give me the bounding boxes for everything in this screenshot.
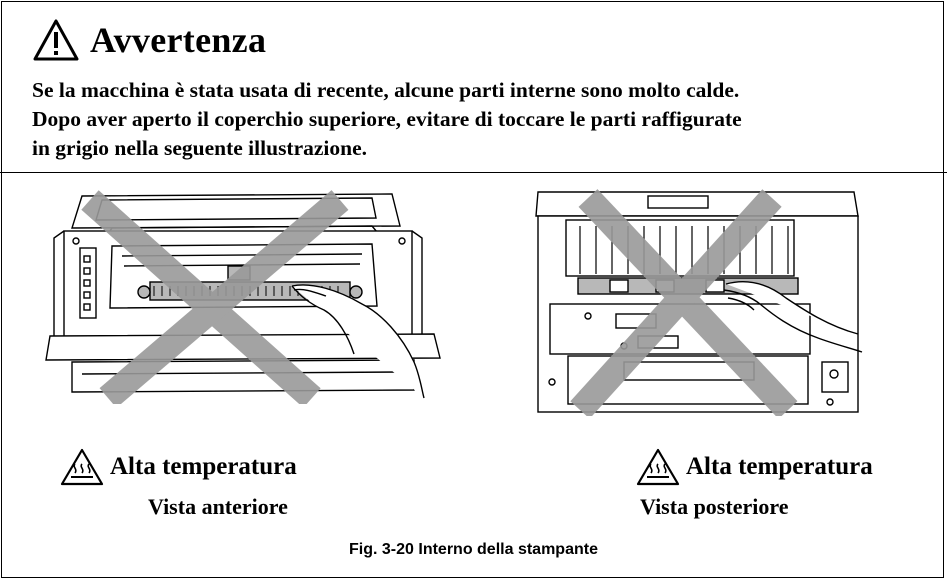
hot-warning-rear: Alta temperatura xyxy=(636,448,873,486)
figure-caption: Fig. 3-20 Interno della stampante xyxy=(349,541,598,558)
hot-surface-icon xyxy=(60,448,104,486)
hot-temperature-label: Alta temperatura xyxy=(110,453,297,480)
hot-surface-icon xyxy=(636,448,680,486)
divider xyxy=(0,172,947,173)
rear-view-label: Vista posteriore xyxy=(640,494,789,519)
warning-header: Avvertenza xyxy=(32,18,266,62)
rear-caption: Alta temperatura Vista posteriore xyxy=(636,448,873,520)
warning-triangle-icon xyxy=(33,19,79,61)
printer-rear-illustration xyxy=(535,189,863,416)
front-caption: Alta temperatura Vista anteriore xyxy=(60,448,297,520)
warning-line: Se la macchina è stata usata di recente,… xyxy=(32,78,740,102)
hot-temperature-label: Alta temperatura xyxy=(686,453,873,480)
warning-line: Dopo aver aperto il coperchio superiore,… xyxy=(32,107,742,131)
warning-text: Se la macchina è stata usata di recente,… xyxy=(32,76,922,163)
hot-warning-front: Alta temperatura xyxy=(60,448,297,486)
warning-title: Avvertenza xyxy=(90,20,267,60)
warning-line: in grigio nella seguente illustrazione. xyxy=(32,136,368,160)
printer-front-illustration xyxy=(45,190,441,404)
front-view-label: Vista anteriore xyxy=(148,494,288,519)
